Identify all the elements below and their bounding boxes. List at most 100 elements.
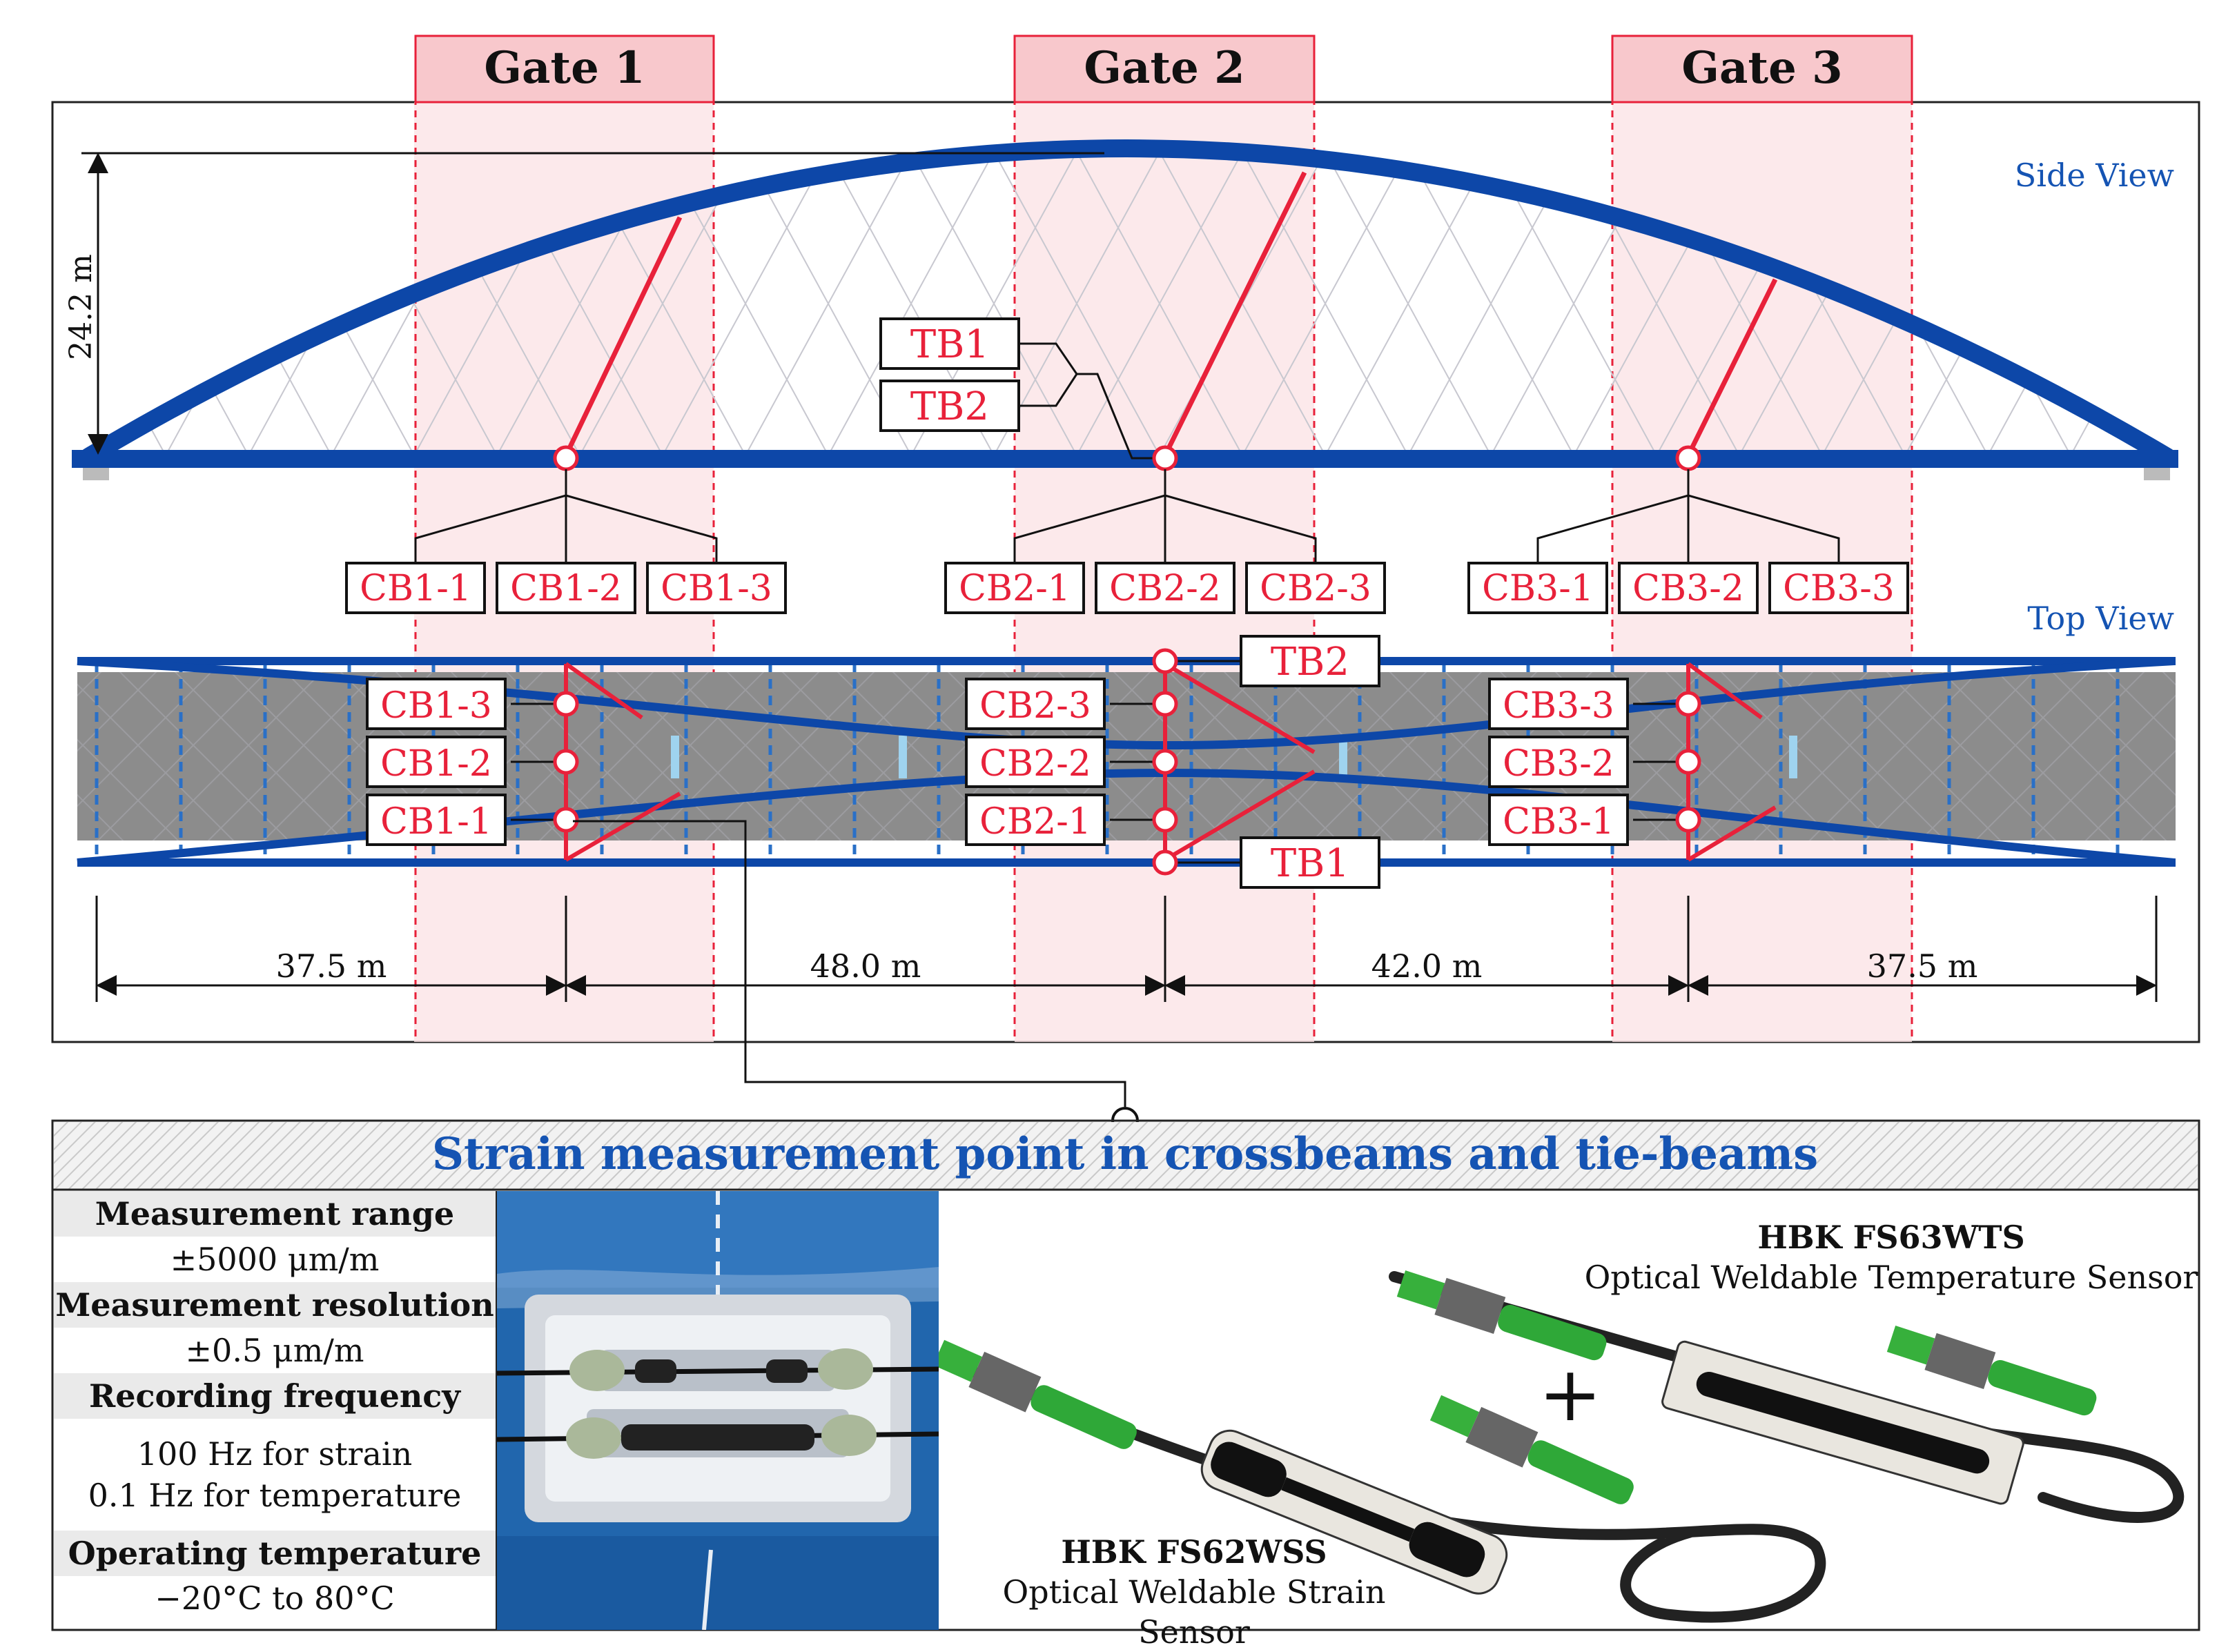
- gate-1-label: Gate 1: [484, 42, 645, 94]
- top-tb1-label: TB1: [1271, 841, 1349, 886]
- temperature-sensor-illustration: [1389, 1270, 2185, 1523]
- spec-value: −20°C to 80°C: [54, 1576, 496, 1620]
- arch-rib: [79, 139, 2176, 466]
- spec-value: 100 Hz for strain 0.1 Hz for temperature: [54, 1419, 496, 1531]
- side-crossbeam-label: CB1-2: [510, 568, 622, 609]
- top-crossbeam-label: CB1-3: [380, 685, 492, 727]
- top-crossbeam-box: [1488, 794, 1629, 846]
- gate-1-header: [414, 35, 715, 104]
- strain-sensor-illustration: [932, 1339, 1826, 1623]
- top-crossbeam-box: [965, 736, 1106, 788]
- spec-value-line: 0.1 Hz for temperature: [88, 1477, 462, 1514]
- temp-sensor-desc: Optical Weldable Temperature Sensor: [1584, 1259, 2198, 1296]
- temp-sensor-name: HBK FS63WTS: [1757, 1219, 2025, 1256]
- top-view-label: Top View: [2027, 600, 2174, 637]
- gate-2-header: [1013, 35, 1316, 104]
- side-crossbeam-box: [345, 562, 486, 614]
- side-crossbeam-label: CB1-3: [661, 568, 772, 609]
- side-point-gate-2: [1152, 445, 1178, 471]
- top-measurement-point: [1675, 691, 1701, 717]
- top-tb2-label: TB2: [1271, 640, 1349, 685]
- hanger-gate-2: [1162, 171, 1307, 457]
- spec-value: ±0.5 μm/m: [54, 1328, 496, 1373]
- spec-heading: Measurement range: [54, 1191, 496, 1237]
- side-tb2-label: TB2: [910, 384, 989, 429]
- top-measurement-point: [1152, 749, 1178, 775]
- height-label: 24.2 m: [64, 254, 99, 360]
- top-crossbeam-box: [965, 678, 1106, 730]
- top-crossbeam-box: [1488, 678, 1629, 730]
- top-crossbeam-box: [366, 736, 507, 788]
- top-crossbeam-box: [366, 678, 507, 730]
- strain-sensor-desc: Optical Weldable Strain Sensor: [1002, 1573, 1386, 1651]
- span-1-label: 37.5 m: [276, 947, 387, 985]
- side-crossbeam-box: [944, 562, 1085, 614]
- strain-sensor-name: HBK FS62WSS: [1061, 1533, 1327, 1571]
- top-measurement-point: [1152, 691, 1178, 717]
- top-measurement-point: [553, 807, 579, 833]
- top-crossbeam-box: [366, 794, 507, 846]
- side-crossbeam-box: [1095, 562, 1235, 614]
- top-crossbeam-label: CB1-1: [380, 801, 492, 843]
- top-measurement-point: [1675, 807, 1701, 833]
- top-crossbeam-label: CB2-3: [979, 685, 1091, 727]
- span-3-label: 42.0 m: [1371, 947, 1483, 985]
- side-tb1-label: TB1: [910, 322, 989, 367]
- side-crossbeam-label: CB3-2: [1632, 568, 1744, 609]
- side-crossbeam-box: [1245, 562, 1386, 614]
- side-crossbeam-box: [1768, 562, 1909, 614]
- tie-girder: [72, 450, 2178, 468]
- spec-heading: Operating temperature: [54, 1531, 496, 1576]
- strain-sensor-caption: HBK FS62WSS Optical Weldable Strain Sens…: [946, 1532, 1443, 1652]
- top-crossbeam-label: CB3-1: [1503, 801, 1614, 843]
- left-bearing: [83, 468, 109, 480]
- top-measurement-point: [1152, 807, 1178, 833]
- gate-3-label: Gate 3: [1681, 42, 1842, 94]
- side-crossbeam-box: [1618, 562, 1759, 614]
- top-crossbeam-label: CB2-2: [979, 743, 1091, 785]
- spec-heading: Recording frequency: [54, 1373, 496, 1419]
- plus-sign: +: [1538, 1350, 1602, 1438]
- top-crossbeam-label: CB1-2: [380, 743, 492, 785]
- spec-value-line: 100 Hz for strain: [137, 1435, 413, 1473]
- detail-leader: [573, 820, 1126, 1107]
- side-point-gate-1: [553, 445, 579, 471]
- detail-panel-frame: [51, 1119, 2200, 1631]
- top-tie-south: [77, 858, 2176, 867]
- spec-value: ±5000 μm/m: [54, 1237, 496, 1282]
- side-crossbeam-label: CB3-3: [1783, 568, 1895, 609]
- top-measurement-point: [553, 691, 579, 717]
- side-view: 24.2 m Side View TB1 TB2: [64, 139, 2178, 480]
- top-crossbeam-label: CB2-1: [979, 801, 1091, 843]
- hanger-gate-1: [563, 216, 683, 457]
- top-crossbeam-label: CB3-2: [1503, 743, 1614, 785]
- temp-sensor-caption: HBK FS63WTS Optical Weldable Temperature…: [1581, 1217, 2202, 1297]
- span-2-label: 48.0 m: [810, 947, 921, 985]
- gate-3-header: [1611, 35, 1913, 104]
- top-measurement-point: [553, 749, 579, 775]
- side-crossbeam-box: [496, 562, 636, 614]
- side-crossbeam-box: [646, 562, 787, 614]
- right-bearing: [2144, 468, 2170, 480]
- side-crossbeam-label: CB2-2: [1109, 568, 1221, 609]
- side-point-gate-3: [1675, 445, 1701, 471]
- side-crossbeam-box: [1467, 562, 1608, 614]
- top-crossbeam-label: CB3-3: [1503, 685, 1614, 727]
- span-dimensions: [95, 896, 2158, 1002]
- hanger-gate-3: [1686, 278, 1778, 457]
- side-view-label: Side View: [2015, 157, 2174, 194]
- installation-photo: [497, 1191, 939, 1630]
- gate-2-label: Gate 2: [1084, 42, 1244, 94]
- top-tie-north: [77, 657, 2176, 665]
- side-crossbeam-label: CB3-1: [1482, 568, 1594, 609]
- side-crossbeam-label: CB1-1: [360, 568, 471, 609]
- top-crossbeam-box: [1488, 736, 1629, 788]
- panel-title: Strain measurement point in crossbeams a…: [432, 1128, 1818, 1180]
- spec-divider: [496, 1191, 497, 1630]
- detail-panel-header: [54, 1122, 2198, 1190]
- top-measurement-point: [1675, 749, 1701, 775]
